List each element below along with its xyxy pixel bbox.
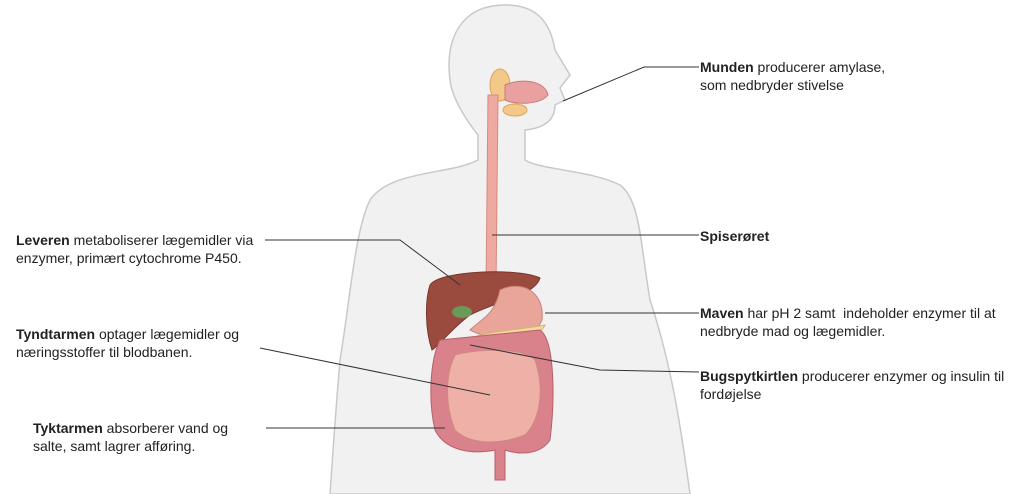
label-text-line2: nedbryde mad og lægemidler.	[700, 323, 886, 339]
esophagus	[485, 94, 499, 291]
label-text-line2: som nedbryder stivelse	[700, 77, 844, 93]
label-title: Tyktarmen	[33, 420, 103, 436]
label-text: optager lægemidler og	[95, 326, 240, 342]
label-esophagus: Spiserøret	[700, 227, 769, 245]
gallbladder	[452, 306, 472, 318]
label-text: producerer amylase,	[753, 59, 886, 75]
label-title: Maven	[700, 305, 744, 321]
label-title: Spiserøret	[700, 228, 770, 244]
label-pancreas: Bugspytkirtlen producerer enzymer og ins…	[700, 367, 1004, 403]
label-text: metaboliserer lægemidler via	[69, 232, 254, 248]
label-title: Bugspytkirtlen	[700, 368, 799, 384]
label-large-intestine: Tyktarmen absorberer vand og salte, samt …	[33, 419, 228, 455]
label-stomach: Maven har pH 2 samt indeholder enzymer t…	[700, 304, 996, 340]
label-text: absorberer vand og	[102, 420, 229, 436]
label-title: Leveren	[16, 232, 70, 248]
mouth-cavity	[504, 80, 549, 104]
label-mouth: Munden producerer amylase, som nedbryder …	[700, 58, 885, 94]
label-text-line2: enzymer, primært cytochrome P450.	[16, 250, 242, 266]
label-liver: Leveren metaboliserer lægemidler via enzy…	[16, 231, 253, 267]
label-title: Tyndtarmen	[16, 326, 96, 342]
label-small-intestine: Tyndtarmen optager lægemidler og næringss…	[16, 325, 239, 361]
label-text-line2: salte, samt lagrer afføring.	[33, 438, 196, 454]
small-intestine	[447, 349, 541, 443]
label-title: Munden	[700, 59, 754, 75]
leader-lines	[259, 66, 700, 429]
label-text: har pH 2 samt indeholder enzymer til at	[743, 305, 996, 321]
label-text-line2: næringsstoffer til blodbanen.	[16, 344, 193, 360]
label-text-line2: fordøjelse	[700, 386, 762, 402]
label-text: producerer enzymer og insulin til	[798, 368, 1005, 384]
